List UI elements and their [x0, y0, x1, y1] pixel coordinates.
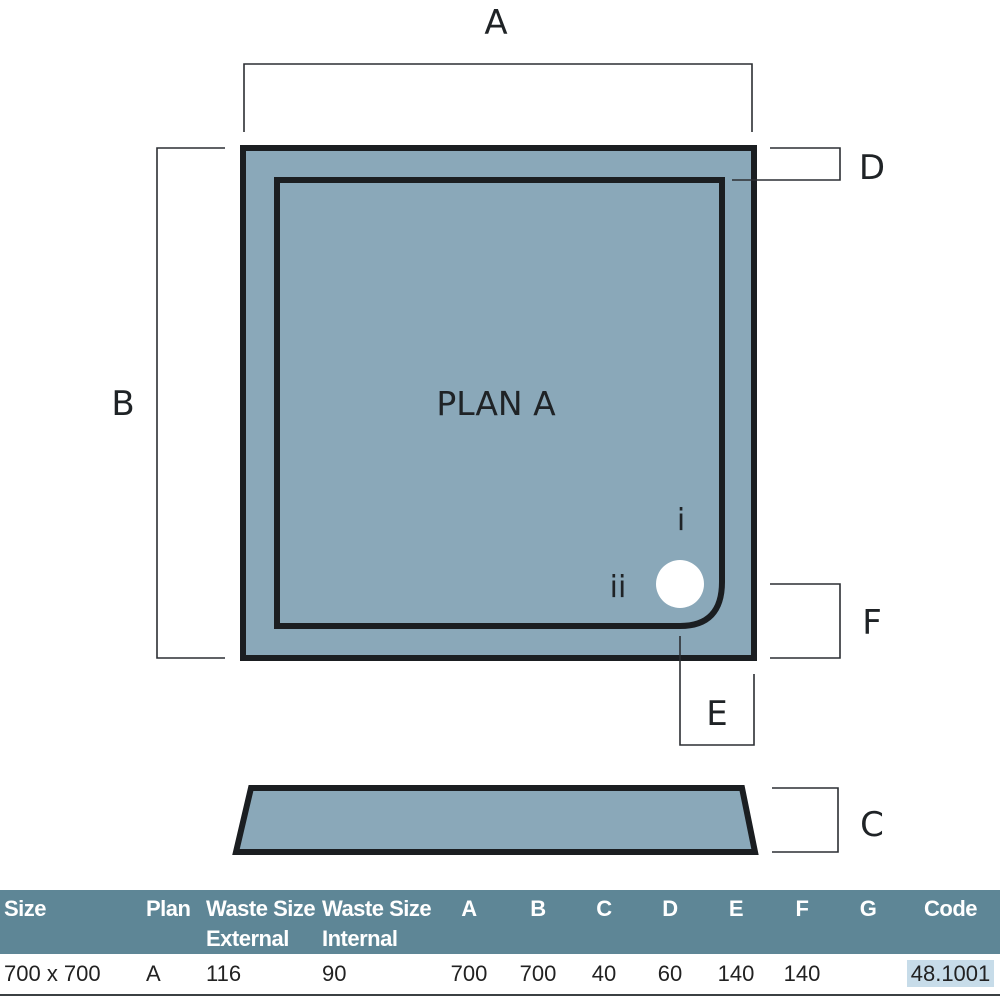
shower-tray-plan-diagram: A B PLAN A i ii D F E C [111, 3, 885, 855]
tray-side-profile [232, 785, 759, 855]
dimension-b-bracket [156, 147, 225, 659]
dimension-b-label: B [111, 384, 134, 424]
cell-waste-internal: 90 [318, 954, 433, 996]
cell-e: 140 [703, 954, 769, 996]
dimension-d-bracket [732, 147, 841, 181]
cell-waste-external: 116 [202, 954, 318, 996]
cell-f: 140 [769, 954, 835, 996]
table-row: 700 x 700 A 116 90 700 700 40 60 140 140… [0, 954, 1000, 996]
dimension-e-label: E [706, 694, 727, 734]
dimension-a-label: A [484, 3, 507, 43]
specification-table: Size Plan Waste Size External Waste Size… [0, 890, 1000, 996]
dimension-d-label: D [859, 148, 885, 188]
header-c: C [571, 890, 637, 954]
waste-position-i-label: i [677, 503, 685, 538]
header-e: E [703, 890, 769, 954]
header-plan: Plan [142, 890, 202, 954]
waste-outlet [656, 560, 704, 608]
header-size: Size [0, 890, 142, 954]
cell-plan: A [142, 954, 202, 996]
dimension-f-label: F [862, 603, 882, 643]
cell-size: 700 x 700 [0, 954, 142, 996]
cell-g [835, 954, 901, 996]
header-waste-external: Waste Size External [202, 890, 318, 954]
product-code[interactable]: 48.1001 [906, 960, 995, 987]
header-waste-internal: Waste Size Internal [318, 890, 433, 954]
dimension-c-label: C [860, 805, 884, 845]
header-d: D [637, 890, 703, 954]
cell-d: 60 [637, 954, 703, 996]
header-code: Code [901, 890, 1000, 954]
dimension-e-bracket [679, 636, 755, 746]
dimension-c-bracket [772, 787, 839, 853]
cell-b: 700 [505, 954, 571, 996]
tray-inner-basin [274, 177, 725, 629]
cell-c: 40 [571, 954, 637, 996]
cell-a: 700 [433, 954, 505, 996]
waste-position-ii-label: ii [610, 570, 627, 605]
header-waste-external-line1: Waste Size [206, 896, 316, 921]
cell-code[interactable]: 48.1001 [901, 954, 1000, 996]
plan-label: PLAN A [436, 384, 556, 423]
header-f: F [769, 890, 835, 954]
header-waste-internal-line1: Waste Size [322, 896, 432, 921]
dimension-f-bracket [770, 583, 841, 659]
dimension-a-bracket [243, 63, 753, 132]
table-header-row: Size Plan Waste Size External Waste Size… [0, 890, 1000, 954]
header-a: A [433, 890, 505, 954]
header-b: B [505, 890, 571, 954]
header-g: G [835, 890, 901, 954]
header-waste-internal-line2: Internal [322, 926, 398, 951]
header-waste-external-line2: External [206, 926, 289, 951]
